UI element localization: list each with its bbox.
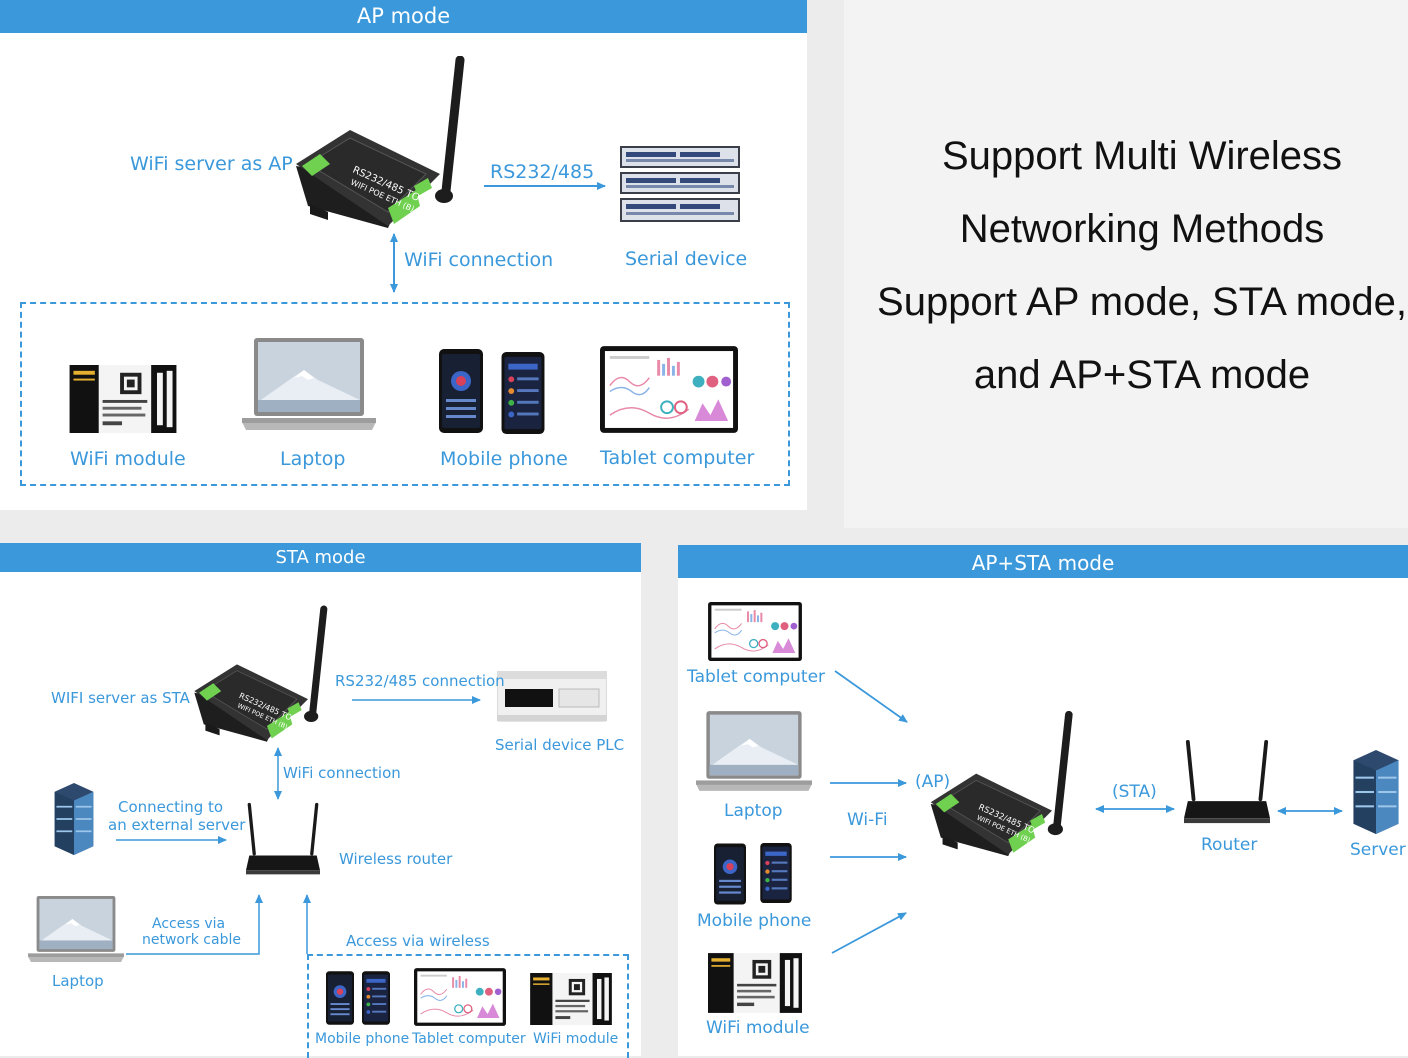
- apsta-sta-label: (STA): [1112, 782, 1157, 802]
- ap-client-mobile-label: Mobile phone: [440, 448, 568, 470]
- ap-client-tablet-label: Tablet computer: [600, 447, 755, 469]
- sta-plc-label: Serial device PLC: [495, 736, 625, 754]
- sta-client-mobile-label: Mobile phone: [315, 1031, 410, 1047]
- ap-serial-device-label: Serial device: [625, 248, 748, 270]
- ap-server-label: WiFi server as AP: [130, 153, 293, 175]
- apsta-server-label: Server: [1350, 840, 1406, 860]
- headline-line-2: Networking Methods: [959, 207, 1325, 251]
- sta-cable-label-1: Access via: [152, 916, 226, 932]
- ap-client-laptop-label: Laptop: [280, 448, 346, 470]
- apsta-tablet-label: Tablet computer: [687, 667, 826, 687]
- sta-wireless-label: Access via wireless: [346, 932, 490, 950]
- ap-wifi-connection-label: WiFi connection: [404, 249, 554, 271]
- apsta-mobile-label: Mobile phone: [697, 911, 812, 931]
- ap-client-wifi-module-label: WiFi module: [70, 448, 186, 470]
- sta-cable-label-2: network cable: [142, 932, 241, 948]
- ap-mode-panel: AP mode WiFi server as AP RS232/485 WiFi…: [0, 0, 807, 510]
- sta-mode-panel: STA mode WIFI server as STA RS232/485 co…: [0, 543, 641, 1058]
- sta-router-label: Wireless router: [339, 850, 453, 868]
- apsta-mode-title: AP+STA mode: [678, 545, 1408, 578]
- apsta-router-label: Router: [1201, 835, 1258, 855]
- ap-mode-title: AP mode: [0, 0, 807, 33]
- sta-connector-arrows: [116, 696, 481, 955]
- headline-line-1: Support Multi Wireless: [941, 134, 1343, 178]
- sta-laptop-label: Laptop: [52, 972, 104, 990]
- apsta-ap-label: (AP): [915, 772, 951, 792]
- headline-line-4: and AP+STA mode: [973, 353, 1311, 397]
- headline-panel: Support Multi Wireless Networking Method…: [844, 0, 1408, 528]
- ap-connector-arrows: [390, 182, 606, 293]
- sta-mode-title: STA mode: [0, 543, 641, 572]
- apsta-connector-arrows: [830, 670, 1343, 954]
- sta-external-server-label-2: an external server: [108, 816, 246, 834]
- sta-wifi-connection-label: WiFi connection: [283, 764, 401, 782]
- ap-rs-label: RS232/485: [490, 161, 595, 183]
- sta-rs-label: RS232/485 connection: [335, 672, 505, 690]
- sta-client-tablet-label: Tablet computer: [412, 1031, 526, 1047]
- sta-external-server-label-1: Connecting to: [118, 798, 224, 816]
- apsta-mode-panel: AP+STA mode Tablet computer Laptop Mobil…: [678, 545, 1408, 1056]
- sta-clients-box: [307, 954, 629, 1058]
- apsta-wifi-label: Wi-Fi: [847, 810, 888, 830]
- ap-clients-box: [20, 302, 790, 486]
- sta-server-label: WIFI server as STA: [51, 689, 190, 707]
- apsta-wifi-module-label: WiFi module: [706, 1018, 810, 1038]
- sta-client-wifi-module-label: WiFi module: [533, 1031, 619, 1047]
- headline-line-3: Support AP mode, STA mode,: [877, 280, 1407, 324]
- apsta-laptop-label: Laptop: [724, 801, 783, 821]
